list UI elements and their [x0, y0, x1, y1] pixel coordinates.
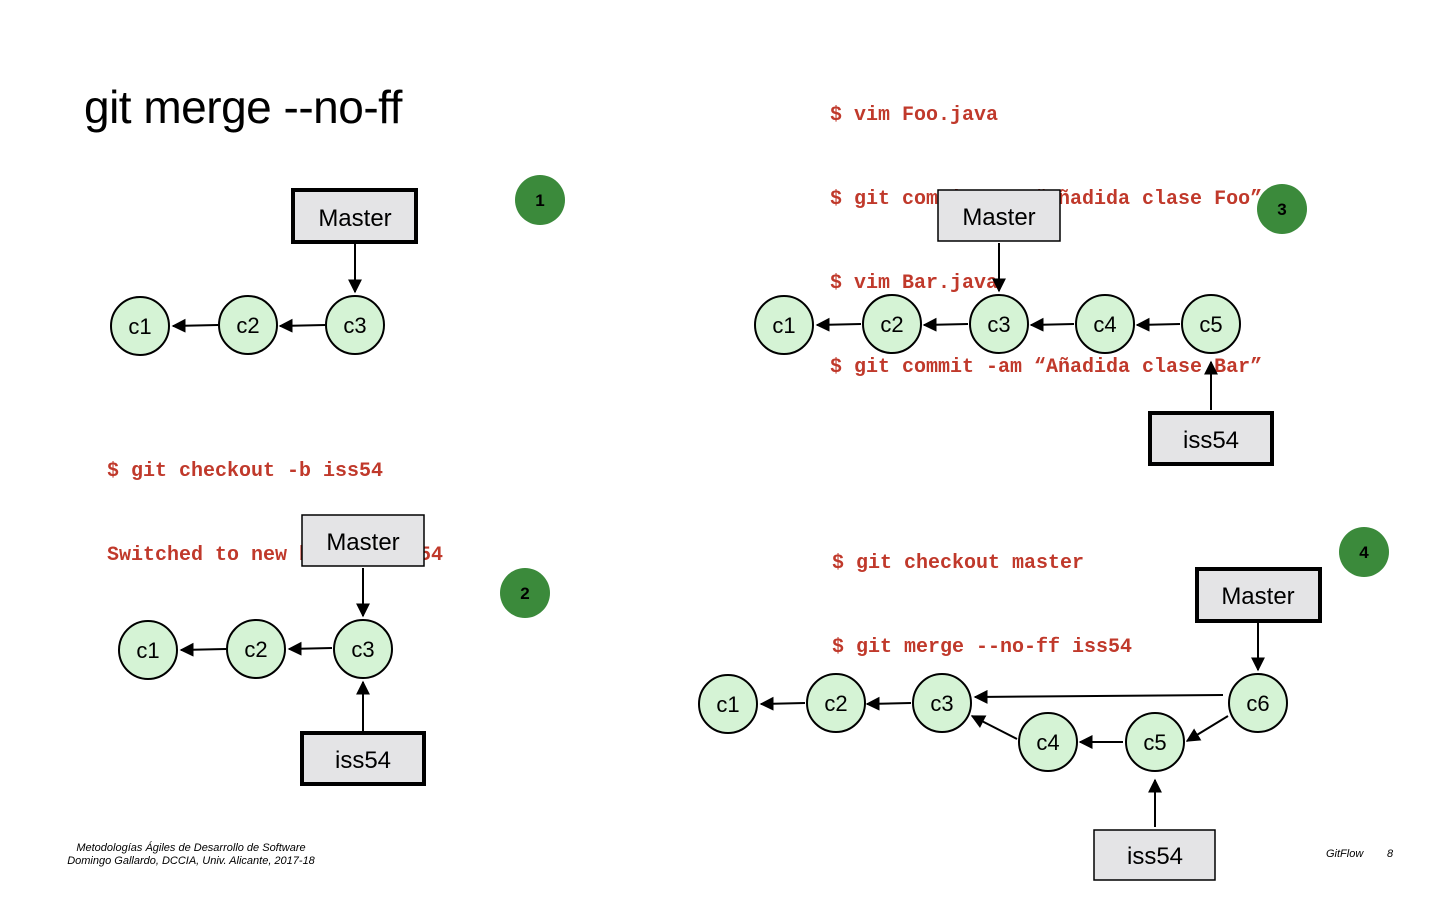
panel2-branch-label: iss54 [335, 747, 391, 774]
panel3-master-box [937, 189, 1061, 242]
panel4-commit-label: c1 [716, 692, 739, 717]
panel3-branch-label: iss54 [1183, 427, 1239, 454]
step-badge [515, 175, 565, 225]
panel2-branch-box [300, 731, 426, 786]
panel4-master-box [1195, 567, 1322, 623]
panel4-commands: $ git checkout master $ git merge --no-f… [832, 494, 1132, 690]
panel4-branch-label: iss54 [1127, 843, 1183, 870]
panel1-commit-label: c2 [236, 313, 259, 338]
panel1-commit-label: c1 [128, 314, 151, 339]
panel2-commit-node [226, 619, 286, 679]
panel1-master-box [291, 188, 418, 244]
footer-page-number: 8 [1387, 848, 1394, 860]
panel2-commit-label: c1 [136, 638, 159, 663]
step-badge [1339, 527, 1389, 577]
panel4-commit-node [1125, 712, 1185, 772]
panel4-commit-node [912, 673, 972, 733]
panel3-commit-node [1075, 294, 1135, 354]
panel3-commit-node [969, 294, 1029, 354]
panel4-commit-label: c3 [930, 691, 953, 716]
panel1-command-line: $ git checkout -b iss54 [107, 460, 384, 483]
panel1-master-label: Master [318, 205, 391, 232]
panel3-commit-node [1181, 294, 1241, 354]
panel4-commit-label: c2 [824, 691, 847, 716]
panel4-commit-node [1018, 712, 1078, 772]
slide-title: git merge --no-ff [84, 81, 402, 133]
step-number: 2 [520, 584, 529, 603]
panel2-master-label: Master [326, 529, 399, 556]
footer-section: GitFlow [1326, 848, 1364, 860]
panel3-commit-node [754, 295, 814, 355]
step-number: 4 [1359, 543, 1369, 562]
panel2-commit-node [333, 619, 393, 679]
panel4-commit-label: c4 [1036, 730, 1059, 755]
panel4-master-label: Master [1221, 583, 1294, 610]
panel4-command-line: $ git merge --no-ff iss54 [832, 636, 1133, 659]
panel4-diagram: Master c1 c2 c3 c4 c5 c6 iss54 4 [698, 527, 1389, 881]
footer-course: Metodologías Ágiles de Desarrollo de Sof… [76, 842, 306, 854]
panel3-command-line: $ git commit -am “Añadida clase Bar” [830, 356, 1263, 379]
panel1-diagram: Master c1 c2 c3 1 [110, 175, 565, 356]
footer-author: Domingo Gallardo, DCCIA, Univ. Alicante,… [67, 855, 315, 867]
panel4-commit-label: c6 [1246, 691, 1269, 716]
panel1-commit-node [110, 296, 170, 356]
step-badge [500, 568, 550, 618]
panel3-commit-label: c5 [1199, 312, 1222, 337]
panel2-master-box [301, 514, 425, 567]
panel4-commit-node [806, 673, 866, 733]
panel1-commit-node [218, 295, 278, 355]
panel4-branch-box [1093, 829, 1216, 881]
panel3-branch-box [1148, 411, 1274, 466]
panel3-command-line: $ vim Foo.java [830, 104, 999, 127]
panel2-commit-label: c3 [351, 637, 374, 662]
panel3-commit-label: c1 [772, 313, 795, 338]
panel4-command-line: $ git checkout master [832, 552, 1085, 575]
panel3-commit-label: c2 [880, 312, 903, 337]
panel3-commit-label: c4 [1093, 312, 1116, 337]
panel1-commit-node [325, 295, 385, 355]
panel2-commit-node [118, 620, 178, 680]
panel4-commit-node [698, 674, 758, 734]
panel3-command-line: $ vim Bar.java [830, 272, 999, 295]
panel1-commit-label: c3 [343, 313, 366, 338]
panel3-diagram: Master c1 c2 c3 c4 c5 iss54 3 [754, 184, 1307, 466]
footer-credits: Metodologías Ágiles de Desarrollo de Sof… [56, 842, 326, 868]
panel3-master-label: Master [962, 204, 1035, 231]
panel4-commit-node [1228, 673, 1288, 733]
panel4-commit-label: c5 [1143, 730, 1166, 755]
panel2-diagram: Master c1 c2 c3 iss54 2 [118, 514, 550, 786]
step-number: 1 [535, 191, 544, 210]
step-number: 3 [1277, 200, 1286, 219]
panel3-commit-node [862, 294, 922, 354]
step-badge [1257, 184, 1307, 234]
panel2-commit-label: c2 [244, 637, 267, 662]
panel3-commit-label: c3 [987, 312, 1010, 337]
